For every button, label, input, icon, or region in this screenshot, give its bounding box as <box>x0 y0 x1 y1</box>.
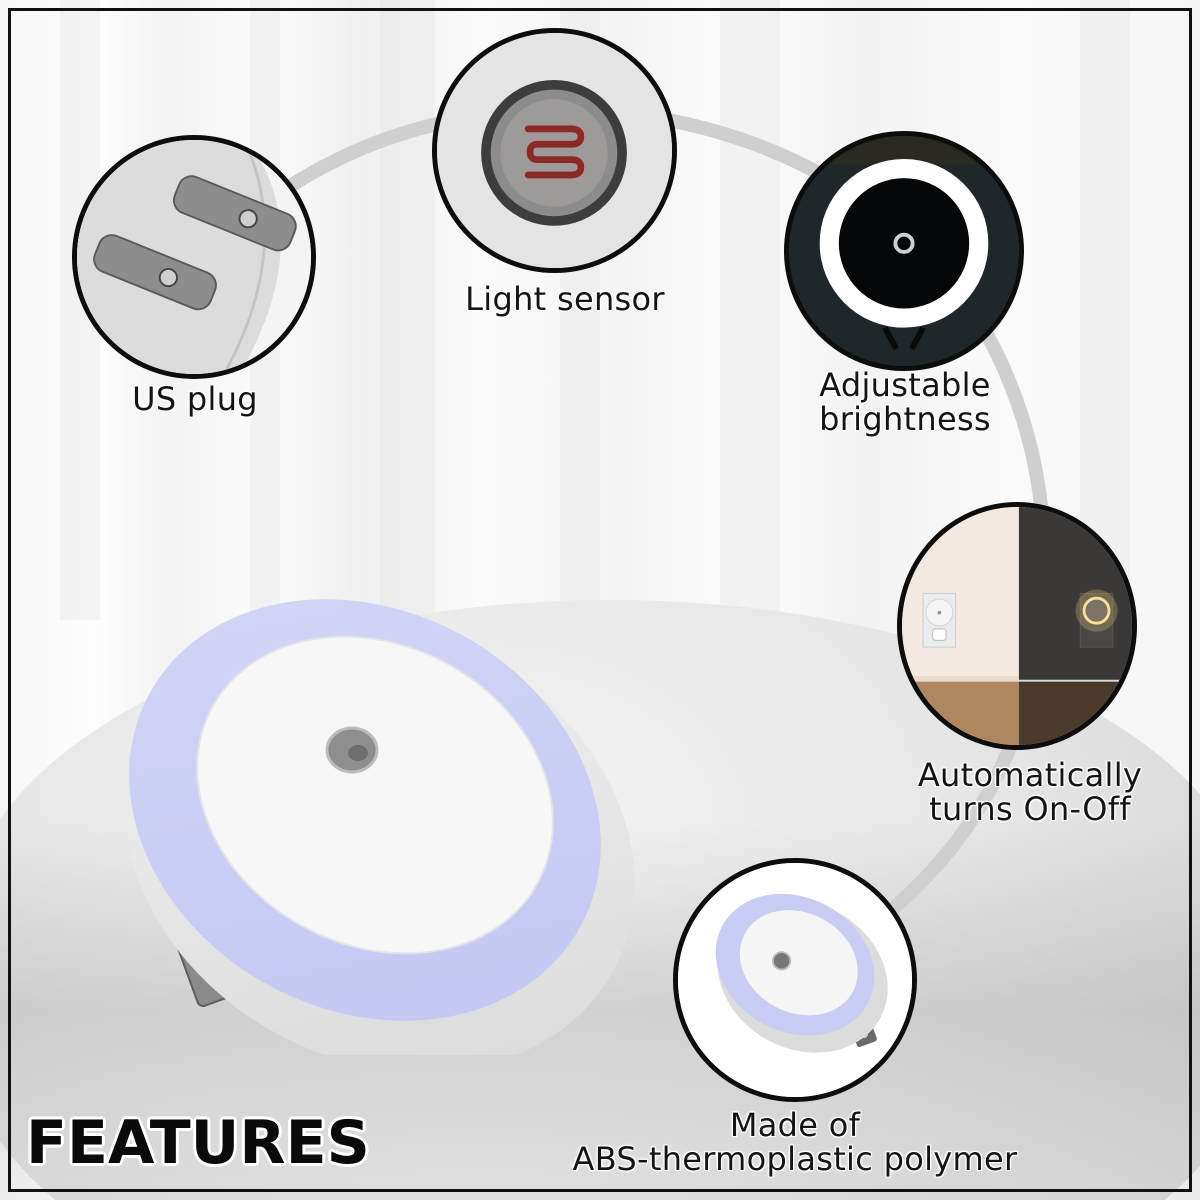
feature-bubble-material <box>673 858 917 1102</box>
photoresistor-icon <box>437 33 672 268</box>
feature-bubble-adjustable-brightness <box>784 131 1024 371</box>
feature-bubble-us-plug <box>72 135 316 379</box>
day-night-outlet-icon <box>902 507 1132 745</box>
caption-line: US plug <box>132 380 258 418</box>
curtain-stripe <box>380 0 435 620</box>
caption-auto-on-off: Automatically turns On-Off <box>905 758 1155 826</box>
glowing-ring-icon <box>789 136 1019 366</box>
caption-line: Adjustable <box>819 366 991 404</box>
feature-bubble-auto-on-off <box>897 502 1137 750</box>
caption-us-plug: US plug <box>110 382 280 416</box>
caption-line: Light sensor <box>465 280 665 318</box>
curtain-stripe <box>720 0 780 620</box>
caption-line: brightness <box>819 400 991 438</box>
caption-line: Made of <box>729 1106 861 1144</box>
feature-bubble-light-sensor <box>432 28 677 273</box>
caption-line: ABS-thermoplastic polymer <box>572 1140 1018 1178</box>
caption-line: turns On-Off <box>929 790 1131 828</box>
page-title: FEATURES <box>26 1108 370 1178</box>
plug-prongs-icon <box>77 140 311 374</box>
night-light-product-image <box>125 599 635 1055</box>
caption-adjustable-brightness: Adjustable brightness <box>800 368 1010 436</box>
caption-light-sensor: Light sensor <box>440 282 690 316</box>
night-light-product-icon <box>678 863 912 1097</box>
caption-line: Automatically <box>917 756 1143 794</box>
curtain-stripe <box>1080 0 1130 620</box>
caption-material: Made of ABS-thermoplastic polymer <box>540 1108 1050 1176</box>
